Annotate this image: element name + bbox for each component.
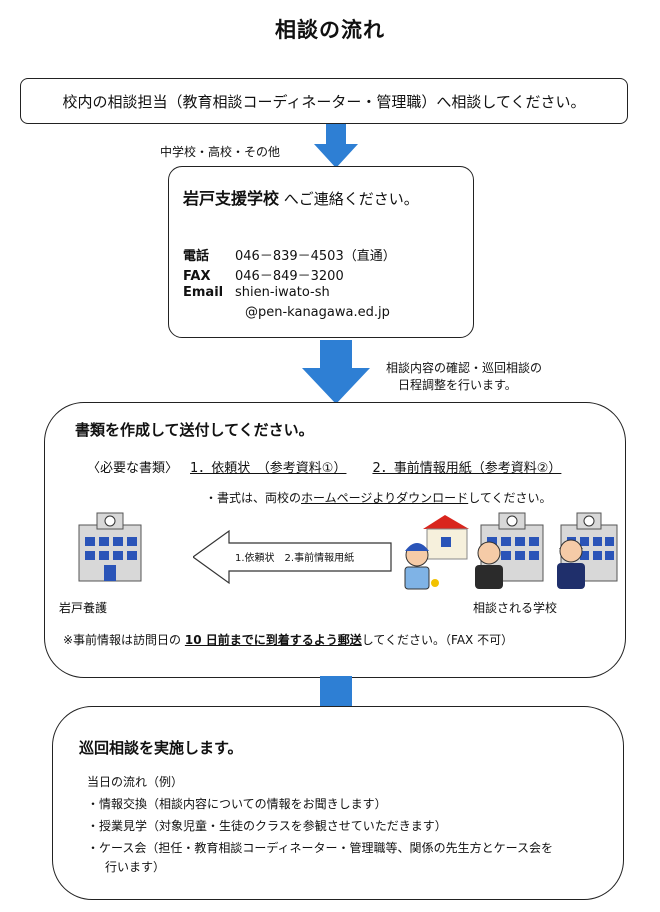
down-arrow-2 <box>302 340 370 404</box>
left-school-caption: 岩戸養護 <box>59 601 108 615</box>
down-arrow-1 <box>314 124 358 168</box>
step3-box: 書類を作成して送付してください。 〈必要な書類〉 1．依頼状 （参考資料①） 2．事… <box>44 402 626 678</box>
contact-fax: FAX 046－849－3200 <box>183 265 344 284</box>
format-pre: ・書式は、両校の <box>205 491 302 505</box>
format-note: ・書式は、両校のホームページよりダウンロードしてください。 <box>205 489 551 506</box>
step1-box: 校内の相談担当（教育相談コーディネーター・管理職）へ相談してください。 <box>20 78 628 124</box>
doc-item-request-letter: 1．依頼状 （参考資料①） <box>190 461 347 476</box>
step4-box: 巡回相談を実施します。 当日の流れ（例） ・情報交換（相談内容についての情報をお… <box>52 706 624 900</box>
homepage-download-link[interactable]: ホームページよりダウンロード <box>301 491 469 505</box>
page-title: 相談の流れ <box>275 18 385 42</box>
deadline-note: ※事前情報は訪問日の 10 日前までに到着するよう郵送してください。（FAX 不… <box>63 631 513 648</box>
mail-arrow-left <box>193 529 392 585</box>
flow-title: 当日の流れ（例） <box>87 775 184 789</box>
student-icon <box>475 541 503 589</box>
student-with-house-icon <box>404 515 469 590</box>
contact-request: へご連絡ください。 <box>279 190 419 208</box>
school-building-icon <box>78 512 142 582</box>
format-post: してください。 <box>468 491 552 505</box>
deadline-emphasis: 10 日前までに到着するよう郵送 <box>184 633 362 647</box>
arrow2-note-line: 日程調整を行います。 <box>398 378 517 392</box>
day-flow: 当日の流れ（例） ・情報交換（相談内容についての情報をお聞きします） ・授業見学… <box>87 771 553 875</box>
step2-heading: 岩戸支援学校 へご連絡ください。 <box>183 185 419 209</box>
contact-value: 046－839－4503（直通） <box>235 249 396 264</box>
arrow2-note-line: 相談内容の確認・巡回相談の <box>386 361 543 375</box>
flow-item: ・ケース会（担任・教育相談コーディネーター・管理職等、関係の先生方とケース会を <box>87 841 553 855</box>
doc-item-info-sheet: 2．事前情報用紙（参考資料②） <box>372 461 562 476</box>
contact-label: FAX <box>183 269 211 284</box>
step2-box: 岩戸支援学校 へご連絡ください。 電話 046－839－4503（直通） FAX 0… <box>168 166 474 338</box>
step4-heading: 巡回相談を実施します。 <box>79 739 243 757</box>
arrow2-note: 相談内容の確認・巡回相談の 日程調整を行います。 <box>386 360 542 394</box>
required-docs: 〈必要な書類〉 1．依頼状 （参考資料①） 2．事前情報用紙（参考資料②） <box>87 457 561 476</box>
step3-heading: 書類を作成して送付してください。 <box>75 421 314 439</box>
contact-email-domain: @pen-kanagawa.ed.jp <box>183 305 390 320</box>
mail-arrow-label: 1.依頼状 2.事前情報用紙 <box>235 553 355 564</box>
right-school-caption: 相談される学校 <box>473 601 558 615</box>
flow-item-continued: 行います） <box>105 860 166 874</box>
contact-value: @pen-kanagawa.ed.jp <box>245 305 390 320</box>
contact-label: 電話 <box>183 249 210 264</box>
deadline-pre: ※事前情報は訪問日の <box>63 633 185 647</box>
contact-email: Email shien-iwato-sh <box>183 285 330 300</box>
contact-phone: 電話 046－839－4503（直通） <box>183 245 396 264</box>
flow-item: ・授業見学（対象児童・生徒のクラスを参観させていただきます） <box>87 819 447 833</box>
contact-label: Email <box>183 285 224 300</box>
school-name: 岩戸支援学校 <box>183 189 280 208</box>
docs-label: 〈必要な書類〉 <box>87 461 179 476</box>
deadline-post: してください。（FAX 不可） <box>361 633 514 647</box>
student-icon <box>557 539 585 589</box>
contact-value: 046－849－3200 <box>235 269 344 284</box>
flow-item: ・情報交換（相談内容についての情報をお聞きします） <box>87 797 387 811</box>
arrow1-note: 中学校・高校・その他 <box>160 145 281 159</box>
contact-value: shien-iwato-sh <box>235 285 330 300</box>
step1-text: 校内の相談担当（教育相談コーディネーター・管理職）へ相談してください。 <box>62 93 586 111</box>
